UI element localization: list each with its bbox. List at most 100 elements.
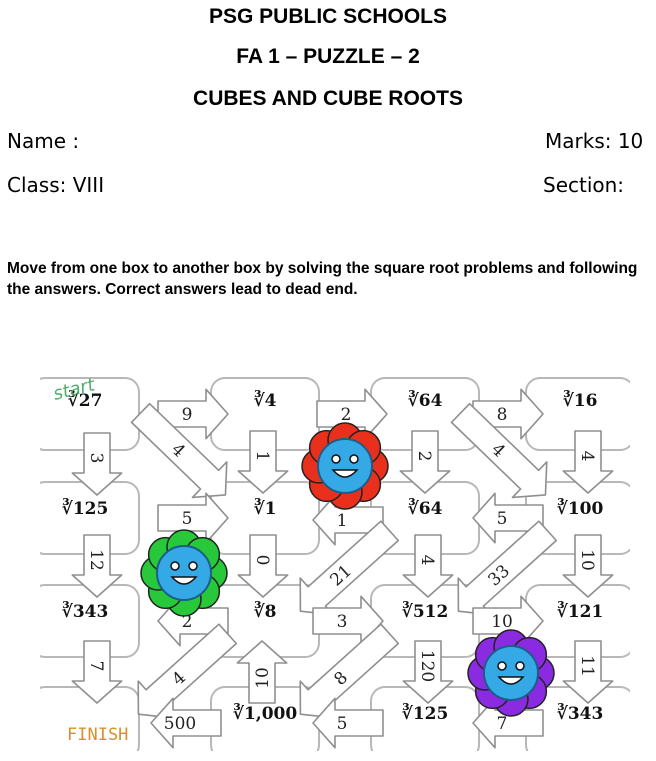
- maze-arrow-shape-12: [472, 492, 544, 544]
- maze-arrow-shape-6: [237, 430, 289, 494]
- flower-green: [140, 529, 228, 617]
- maze-arrow-shape-29: [312, 697, 384, 749]
- maze-arrow-label-21: 10: [491, 612, 513, 632]
- maze-arrow-label-10: 5: [182, 509, 193, 529]
- maze-cell-r3-c2: ∛8: [253, 601, 276, 622]
- marks-field: Marks: 10: [545, 129, 644, 153]
- maze-arrow-22: 7: [71, 640, 123, 704]
- maze-arrow-label-16: 4: [417, 555, 437, 566]
- maze-cell-r3-c4: ∛121: [557, 601, 604, 622]
- maze-arrow-label-24: 10: [253, 667, 273, 689]
- flower-purple-eye-right: [515, 661, 525, 671]
- maze-arrow-label-11: 1: [337, 511, 348, 531]
- maze-arrow-label-13: 12: [86, 549, 106, 571]
- maze-arrow-21: 10: [472, 595, 544, 647]
- maze-arrow-shape-9: [562, 430, 614, 494]
- flower-purple-smile: [497, 676, 525, 685]
- maze-arrow-4: 3: [71, 432, 123, 496]
- maze-cell-r1-c2: ∛4: [253, 390, 276, 411]
- maze-arrow-label-22: 7: [86, 661, 106, 672]
- maze-arrow-13: 12: [71, 534, 123, 598]
- maze-arrow-28: 500: [150, 697, 222, 749]
- maze-arrow-shape-18: [562, 534, 614, 598]
- maze-cell-r3-c1: ∛343: [62, 601, 109, 622]
- maze-arrow-label-29: 5: [337, 714, 348, 734]
- maze-arrow-shape-30: [472, 697, 544, 749]
- maze-arrow-shape-13: [71, 534, 123, 598]
- flower-green-face: [156, 545, 212, 601]
- maze-cells: ∛27∛4∛64∛16∛125∛1∛64∛100∛343∛8∛512∛121∛1…: [62, 390, 604, 724]
- maze-cell-r4-c3: ∛125: [402, 703, 449, 724]
- flower-decorations: [140, 422, 555, 717]
- maze-arrow-label-9: 4: [577, 451, 597, 462]
- maze-arrow-24: 10: [236, 640, 288, 704]
- school-name: PSG PUBLIC SCHOOLS: [208, 5, 448, 28]
- maze-arrow-label-28: 500: [164, 714, 196, 734]
- maze-arrow-label-14: 0: [252, 555, 272, 566]
- maze-arrow-shape-24: [236, 640, 288, 704]
- finish-label: FINISH: [67, 725, 128, 745]
- test-title: FA 1 – PUZZLE – 2: [236, 45, 420, 68]
- maze-arrow-label-26: 120: [417, 650, 437, 682]
- maze-cell-r2-c3: ∛64: [408, 498, 443, 519]
- flower-red-smile: [331, 469, 359, 478]
- maze-arrow-shape-22: [71, 640, 123, 704]
- flower-red: [301, 422, 389, 510]
- flower-purple-eye-left: [497, 661, 507, 671]
- section-field: Section:: [543, 173, 625, 197]
- name-field: Name :: [7, 129, 80, 153]
- maze-arrow-11: 1: [312, 494, 384, 546]
- maze-arrow-7: 2: [399, 430, 451, 494]
- maze-arrow-14: 0: [237, 534, 289, 598]
- flower-green-eye-left: [170, 561, 180, 571]
- maze-arrow-shape-21: [472, 595, 544, 647]
- flower-red-eye-left: [331, 454, 341, 464]
- maze-arrow-9: 4: [562, 430, 614, 494]
- maze-arrow-label-12: 5: [497, 509, 508, 529]
- maze-arrow-29: 5: [312, 697, 384, 749]
- maze-arrow-label-2: 2: [341, 405, 352, 425]
- maze-arrow-shape-8: [450, 402, 548, 499]
- maze-cell-r4-c2: ∛1,000: [233, 703, 298, 724]
- flower-red-eye-right: [349, 454, 359, 464]
- maze-arrow-shape-27: [562, 640, 614, 704]
- maze-arrow-label-30: 7: [497, 714, 508, 734]
- maze-cell-r2-c2: ∛1: [253, 498, 276, 519]
- maze-arrow-label-4: 3: [86, 453, 106, 464]
- flower-purple: [467, 629, 555, 717]
- maze-arrow-label-20: 3: [337, 612, 348, 632]
- maze-arrow-shape-16: [402, 534, 454, 598]
- class-field: Class: VIII: [7, 173, 105, 197]
- maze-arrow-6: 1: [237, 430, 289, 494]
- maze-arrow-16: 4: [402, 534, 454, 598]
- maze-arrow-18: 10: [562, 534, 614, 598]
- maze-arrow-shape-7: [399, 430, 451, 494]
- topic-title: CUBES AND CUBE ROOTS: [193, 87, 463, 110]
- instructions: Move from one box to another box by solv…: [7, 260, 638, 298]
- maze-arrow-8: 4: [450, 402, 548, 499]
- flower-green-eye-right: [188, 561, 198, 571]
- maze-arrow-shape-11: [312, 494, 384, 546]
- maze-arrow-shape-26: [402, 640, 454, 704]
- maze-arrow-label-7: 2: [414, 451, 434, 462]
- flower-red-face: [317, 438, 373, 494]
- maze-arrow-shape-10: [157, 492, 229, 544]
- maze-arrow-shape-14: [237, 534, 289, 598]
- maze-arrow-label-27: 11: [577, 655, 597, 677]
- maze-cell-r3-c3: ∛512: [402, 601, 449, 622]
- maze-arrow-label-18: 10: [577, 549, 597, 571]
- maze-arrow-30: 7: [472, 697, 544, 749]
- flower-purple-face: [483, 645, 539, 701]
- maze-cell-r2-c4: ∛100: [557, 498, 604, 519]
- maze-arrow-27: 11: [562, 640, 614, 704]
- maze-arrow-10: 5: [157, 492, 229, 544]
- flower-green-smile: [170, 576, 198, 585]
- maze-arrow-12: 5: [472, 492, 544, 544]
- maze-cell-r1-c3: ∛64: [408, 390, 443, 411]
- maze-arrow-label-3: 8: [497, 405, 508, 425]
- maze-arrow-label-19: 2: [182, 612, 193, 632]
- maze-arrow-shape-4: [71, 432, 123, 496]
- maze-cell-r1-c1: ∛27: [68, 390, 103, 411]
